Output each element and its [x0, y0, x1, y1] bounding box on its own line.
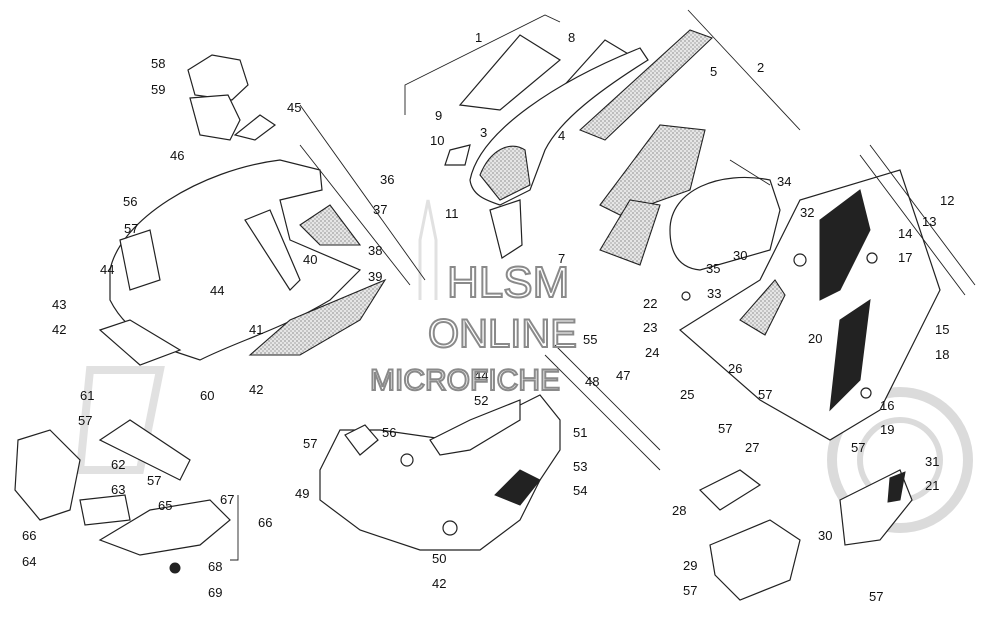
callout-66b: 66 — [258, 515, 272, 530]
watermark-line1: HLSM — [447, 258, 569, 307]
callout-57c: 57 — [147, 473, 161, 488]
callout-44c: 44 — [474, 368, 488, 383]
callout-28: 28 — [672, 503, 686, 518]
windshield-group — [444, 29, 714, 266]
callout-69: 69 — [208, 585, 222, 600]
callout-7: 7 — [558, 251, 565, 266]
callout-55: 55 — [583, 332, 597, 347]
callout-36: 36 — [380, 172, 394, 187]
callout-44b: 44 — [210, 283, 224, 298]
callout-42a: 42 — [52, 322, 66, 337]
callout-61: 61 — [80, 388, 94, 403]
callout-54: 54 — [573, 483, 587, 498]
callout-40: 40 — [303, 252, 317, 267]
callout-13: 13 — [922, 214, 936, 229]
callout-14: 14 — [898, 226, 912, 241]
callout-25: 25 — [680, 387, 694, 402]
lower-left-group — [14, 419, 231, 574]
callout-49: 49 — [295, 486, 309, 501]
callout-42c: 42 — [432, 576, 446, 591]
callout-2: 2 — [757, 60, 764, 75]
callout-10: 10 — [430, 133, 444, 148]
callout-44a: 44 — [100, 262, 114, 277]
callout-57e: 57 — [718, 421, 732, 436]
callout-29: 29 — [683, 558, 697, 573]
callout-33: 33 — [707, 286, 721, 301]
callout-labels-repeat: 57 57 57 57 57 57 57 57 42 42 44 44 56 6… — [78, 283, 883, 604]
callout-52: 52 — [474, 393, 488, 408]
callout-5: 5 — [710, 64, 717, 79]
callout-30a: 30 — [733, 248, 747, 263]
callout-45: 45 — [287, 100, 301, 115]
callout-35: 35 — [706, 261, 720, 276]
watermark-line3: MICROFICHE — [370, 364, 560, 397]
callout-43: 43 — [52, 297, 66, 312]
callout-57g: 57 — [851, 440, 865, 455]
callout-65: 65 — [158, 498, 172, 513]
callout-19: 19 — [880, 422, 894, 437]
callout-27: 27 — [745, 440, 759, 455]
callout-20: 20 — [808, 331, 822, 346]
watermark-line2: ONLINE — [428, 312, 577, 356]
callout-22: 22 — [643, 296, 657, 311]
callout-57h: 57 — [683, 583, 697, 598]
callout-51: 51 — [573, 425, 587, 440]
callout-labels: 1 2 3 4 5 7 8 9 10 11 12 13 14 15 16 17 … — [22, 30, 954, 600]
callout-30b: 30 — [818, 528, 832, 543]
callout-24: 24 — [645, 345, 659, 360]
callout-34: 34 — [777, 174, 791, 189]
callout-56a: 56 — [123, 194, 137, 209]
side-panel-group — [669, 169, 941, 441]
callout-32: 32 — [800, 205, 814, 220]
callout-48: 48 — [585, 374, 599, 389]
callout-58: 58 — [151, 56, 165, 71]
callout-47: 47 — [616, 368, 630, 383]
callout-50: 50 — [432, 551, 446, 566]
callout-57f: 57 — [758, 387, 772, 402]
callout-18: 18 — [935, 347, 949, 362]
callout-41: 41 — [249, 322, 263, 337]
callout-4: 4 — [558, 128, 565, 143]
callout-63: 63 — [111, 482, 125, 497]
callout-64: 64 — [22, 554, 36, 569]
callout-46: 46 — [170, 148, 184, 163]
callout-57i: 57 — [869, 589, 883, 604]
callout-66a: 66 — [22, 528, 36, 543]
callout-16: 16 — [880, 398, 894, 413]
callout-12: 12 — [940, 193, 954, 208]
callout-68: 68 — [208, 559, 222, 574]
bracket-lines — [230, 9, 976, 561]
callout-23: 23 — [643, 320, 657, 335]
callout-42b: 42 — [249, 382, 263, 397]
callout-67: 67 — [220, 492, 234, 507]
callout-39: 39 — [368, 269, 382, 284]
callout-8: 8 — [568, 30, 575, 45]
callout-1: 1 — [475, 30, 482, 45]
callout-21: 21 — [925, 478, 939, 493]
callout-26: 26 — [728, 361, 742, 376]
callout-9: 9 — [435, 108, 442, 123]
callout-3: 3 — [480, 125, 487, 140]
hood-group — [98, 54, 387, 366]
callout-59: 59 — [151, 82, 165, 97]
callout-56b: 56 — [382, 425, 396, 440]
callout-62: 62 — [111, 457, 125, 472]
lower-right-group — [698, 469, 913, 601]
watermark: HLSM ONLINE MICROFICHE — [369, 257, 578, 398]
callout-57a: 57 — [124, 221, 138, 236]
belly-pan-group — [319, 394, 561, 551]
callout-11: 11 — [445, 206, 459, 221]
callout-38: 38 — [368, 243, 382, 258]
callout-37: 37 — [373, 202, 387, 217]
callout-31: 31 — [925, 454, 939, 469]
callout-57b: 57 — [78, 413, 92, 428]
callout-60: 60 — [200, 388, 214, 403]
callout-15: 15 — [935, 322, 949, 337]
callout-57d: 57 — [303, 436, 317, 451]
callout-53: 53 — [573, 459, 587, 474]
callout-17: 17 — [898, 250, 912, 265]
